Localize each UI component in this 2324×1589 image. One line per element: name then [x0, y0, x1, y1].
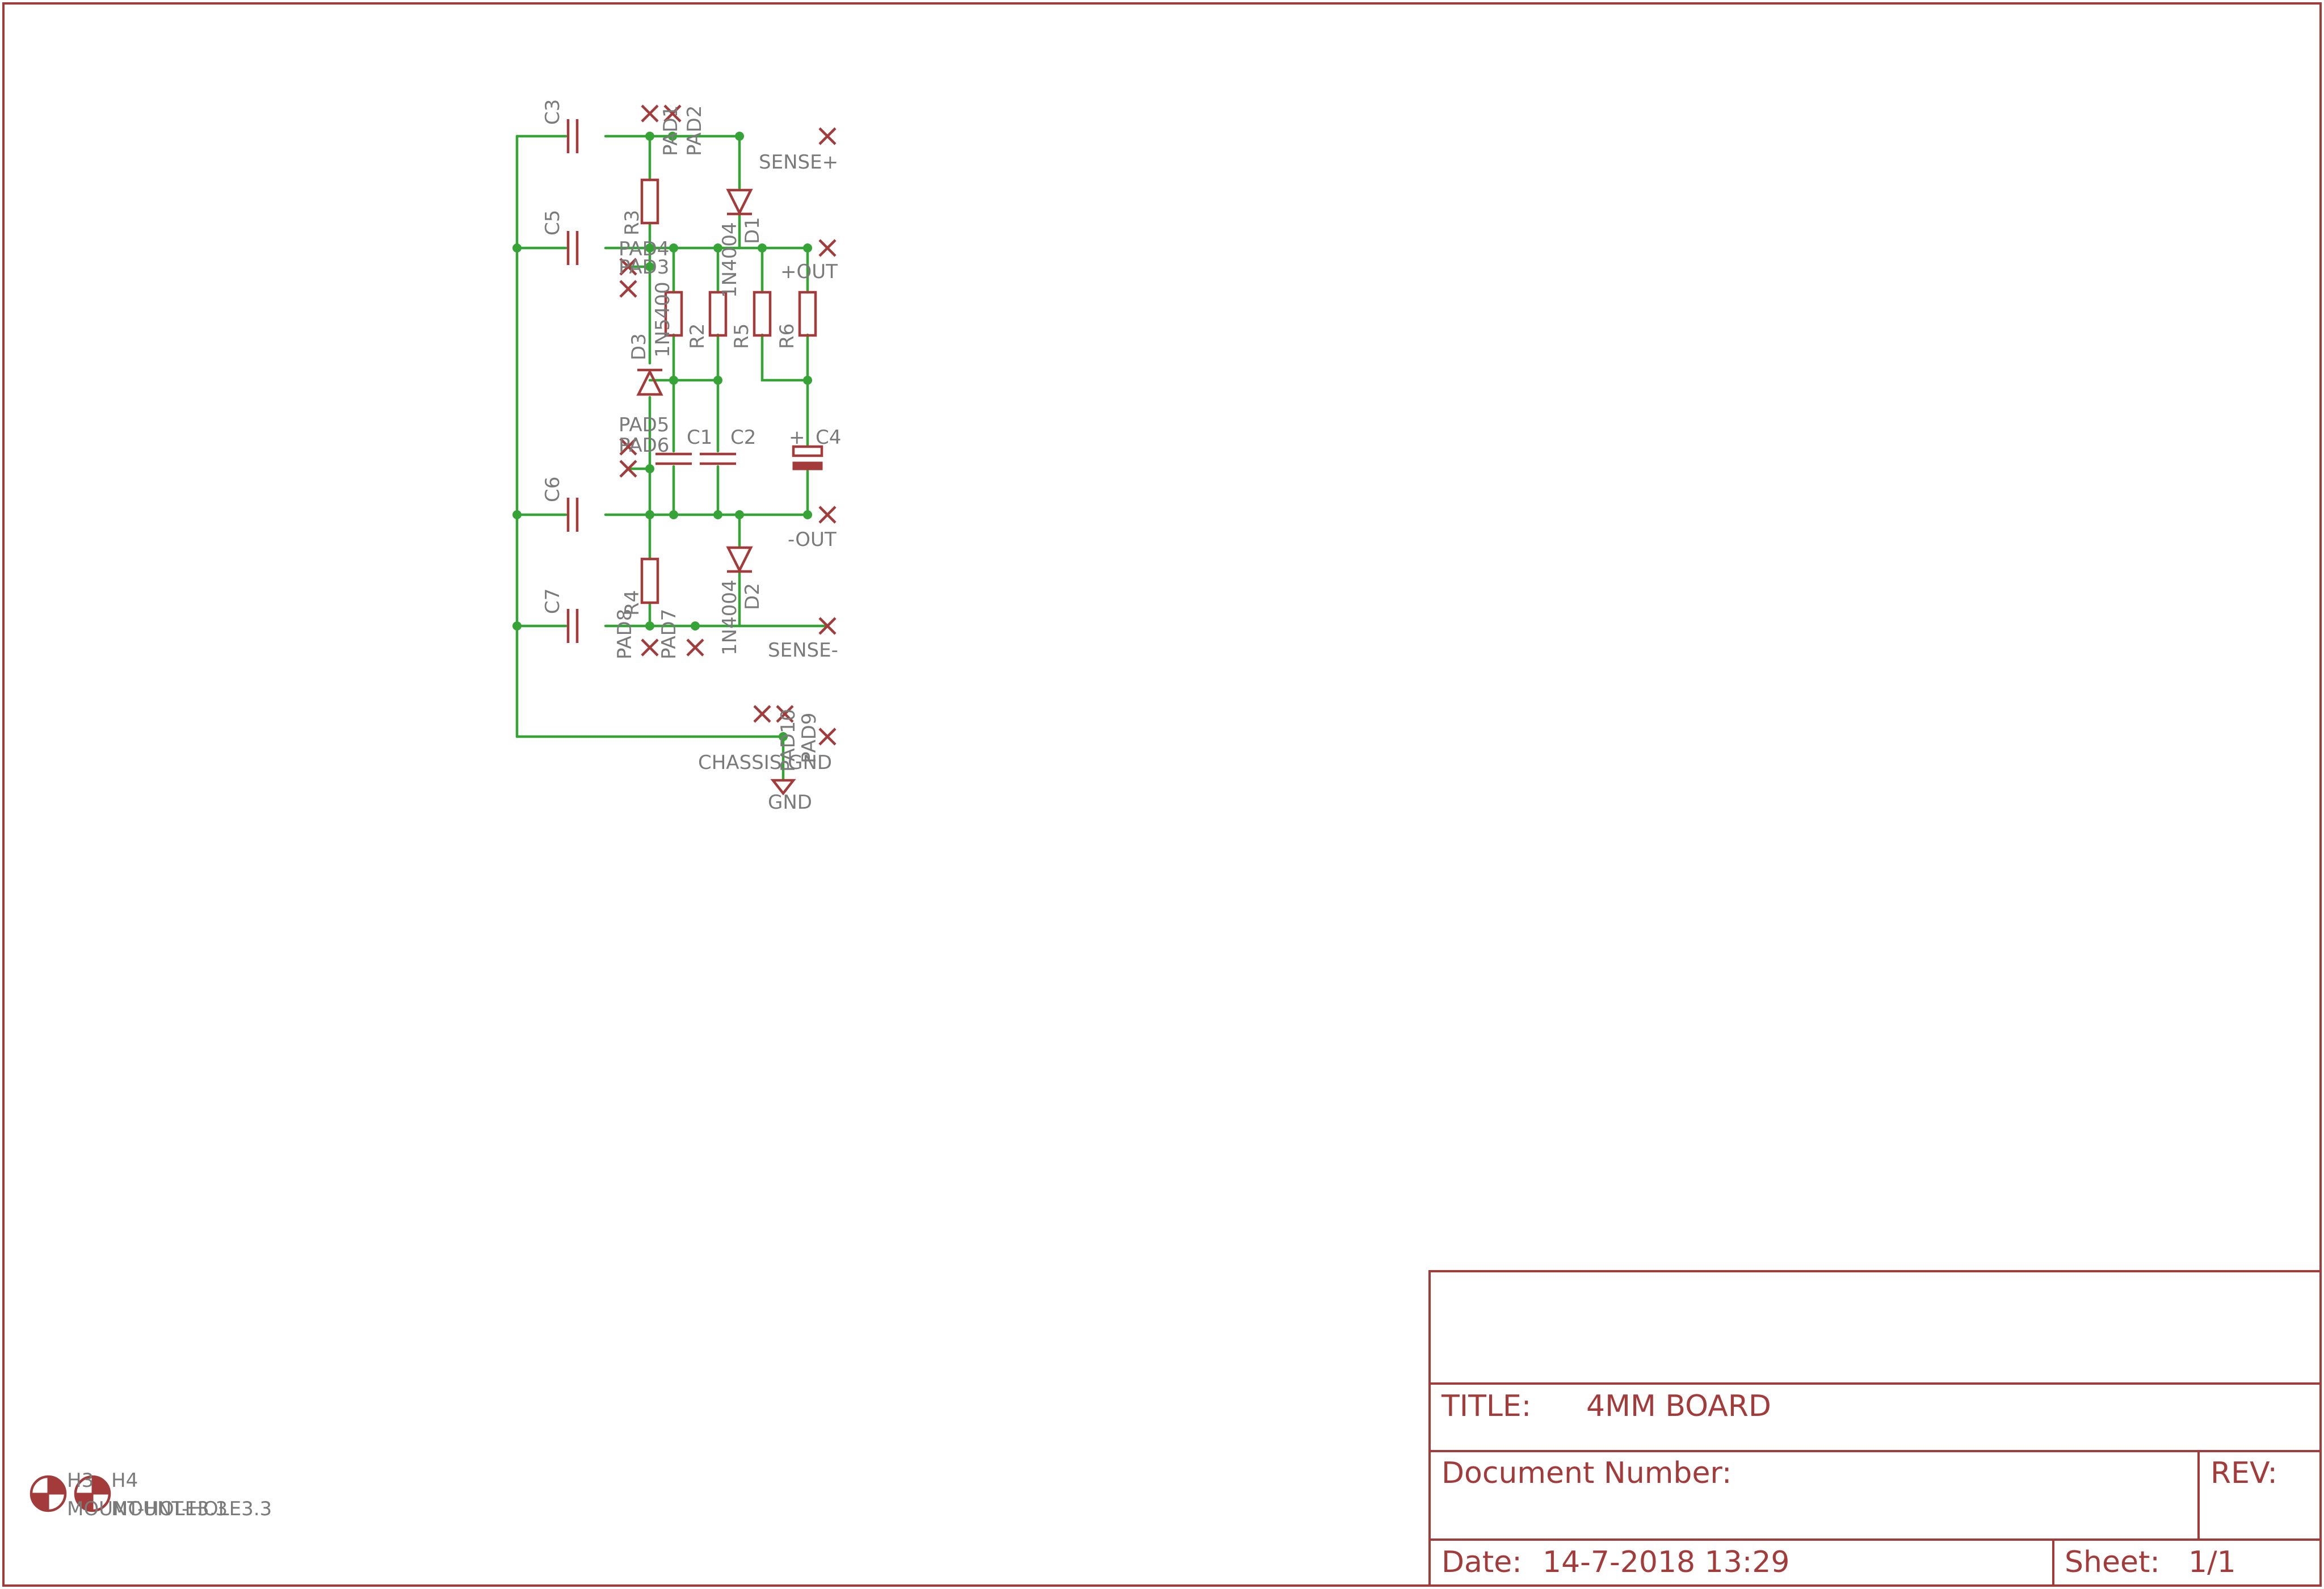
label-c6: C6: [541, 477, 564, 502]
title-block: TITLE: 4MM BOARD Document Number: REV: D…: [1428, 1270, 2322, 1587]
label-r5: R5: [730, 323, 753, 349]
diode-d3: [636, 368, 663, 396]
label-c1: C1: [687, 426, 712, 449]
capacitor-c7: [566, 609, 579, 643]
label-pad6: PAD6: [619, 434, 669, 457]
net-label-sense-minus: SENSE-: [768, 639, 838, 662]
label-c7: C7: [541, 588, 564, 614]
capacitor-c4: +: [789, 426, 823, 470]
net-label-chassis-gnd: CHASSIS GND: [698, 751, 832, 774]
mount-hole-h3: [30, 1475, 67, 1512]
date-label: Date:: [1442, 1545, 1522, 1579]
sheet-value: 1/1: [2188, 1545, 2236, 1579]
label-pad8: PAD8: [613, 609, 636, 659]
label-pad1: PAD1: [659, 106, 682, 156]
capacitor-c5: [566, 231, 579, 265]
label-r4: R4: [621, 590, 644, 616]
resistor-r6: [798, 291, 817, 337]
resistor-r5: [753, 291, 772, 337]
title-value: 4MM BOARD: [1586, 1389, 1771, 1423]
wires: [515, 134, 829, 782]
date-value: 14-7-2018 13:29: [1543, 1545, 1790, 1579]
gnd-symbol: [770, 779, 796, 796]
capacitor-c6: [566, 498, 579, 532]
label-h3: H3: [67, 1469, 94, 1492]
sheet-label: Sheet:: [2065, 1545, 2160, 1579]
label-h4: H4: [111, 1469, 138, 1492]
net-label-gnd: GND: [768, 791, 812, 814]
label-d1: D1: [741, 217, 764, 244]
label-pad9: PAD9: [798, 713, 821, 763]
label-r3: R3: [621, 210, 644, 236]
rev-label: REV:: [2210, 1456, 2277, 1490]
label-pad7: PAD7: [658, 609, 680, 659]
label-h4-value: MOUNT-HOLE3.3: [111, 1498, 272, 1520]
label-c5: C5: [541, 210, 564, 236]
label-c2: C2: [730, 426, 756, 449]
label-pad5: PAD5: [619, 414, 669, 436]
label-c4: C4: [816, 426, 841, 449]
resistor-r4: [640, 557, 659, 604]
net-label-out-plus: +OUT: [780, 260, 838, 283]
diode-d2: [726, 546, 753, 574]
pad-markers: [619, 104, 837, 746]
document-number-label: Document Number:: [1442, 1456, 1732, 1490]
label-d3-value: 1N5400: [652, 281, 674, 358]
capacitor-c1: [655, 452, 692, 465]
label-d3: D3: [628, 333, 650, 360]
label-pad10: PAD10: [777, 709, 800, 772]
svg-text:+: +: [789, 426, 805, 449]
net-label-sense-plus: SENSE+: [759, 151, 838, 174]
capacitor-c2: [700, 452, 736, 465]
label-pad2: PAD2: [683, 106, 706, 156]
label-h3-value: MOUNT-HOLE3.3: [67, 1498, 228, 1520]
resistor-r2: [708, 291, 728, 337]
net-label-out-minus: -OUT: [788, 528, 837, 551]
title-label: TITLE:: [1441, 1389, 1531, 1423]
label-d2: D2: [741, 583, 764, 610]
label-d2-value: 1N4004: [718, 579, 741, 655]
label-pad4: PAD4: [619, 238, 669, 260]
label-d1-value: 1N4004: [718, 222, 741, 298]
label-pad3: PAD3: [619, 256, 669, 279]
diode-d1: [726, 188, 753, 216]
label-r2: R2: [686, 323, 709, 349]
resistor-r2-body: [664, 291, 683, 337]
label-r6: R6: [776, 323, 799, 349]
resistor-r3: [640, 178, 659, 225]
junctions: [512, 132, 812, 741]
capacitor-c3: [566, 119, 579, 153]
label-c3: C3: [541, 99, 564, 125]
mount-hole-h4: [74, 1475, 111, 1512]
